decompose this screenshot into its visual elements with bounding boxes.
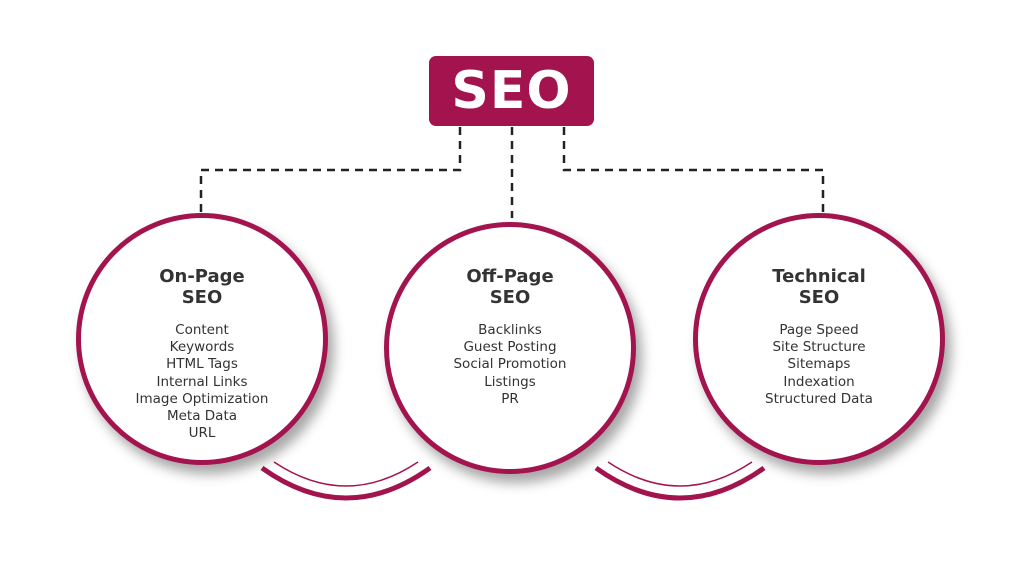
list-item: PR	[501, 390, 519, 407]
link-arc-left-inner	[273, 461, 419, 487]
list-item: Page Speed	[779, 322, 859, 338]
root-label: SEO	[451, 61, 572, 121]
branch-items: Backlinks Guest Posting Social Promotion…	[389, 322, 631, 408]
list-item: Content	[175, 322, 229, 338]
branch-items: Page Speed Site Structure Sitemaps Index…	[698, 322, 940, 408]
list-item: Keywords	[169, 339, 235, 356]
branch-title: Technical SEO	[698, 266, 940, 308]
branch-technical-seo: Technical SEO Page Speed Site Structure …	[693, 213, 945, 465]
list-item: Backlinks	[478, 322, 542, 338]
branch-title: Off-Page SEO	[389, 266, 631, 308]
branch-onpage-seo: On-Page SEO Content Keywords HTML Tags I…	[76, 213, 328, 465]
list-item: Internal Links	[156, 373, 248, 390]
list-item: Guest Posting	[463, 339, 557, 356]
list-item: Image Optimization	[135, 390, 269, 407]
link-arc-right-inner	[607, 461, 753, 487]
branch-offpage-seo: Off-Page SEO Backlinks Guest Posting Soc…	[384, 222, 636, 474]
list-item: Indexation	[783, 373, 855, 390]
link-arc-left-outer	[260, 465, 432, 501]
branch-title-line1: Technical	[772, 266, 866, 287]
list-item: Meta Data	[166, 408, 238, 425]
branch-title-line2: SEO	[798, 287, 840, 308]
root-node-seo: SEO	[429, 56, 594, 126]
list-item: Social Promotion	[453, 356, 567, 373]
list-item: Listings	[484, 373, 536, 390]
branch-items: Content Keywords HTML Tags Internal Link…	[81, 322, 323, 442]
connector-technical	[562, 127, 825, 213]
list-item: URL	[188, 425, 216, 442]
list-item: Structured Data	[765, 390, 873, 407]
branch-title-line2: SEO	[181, 287, 223, 308]
connector-onpage	[199, 127, 462, 213]
branch-title-line2: SEO	[489, 287, 531, 308]
branch-title-line1: Off-Page	[466, 266, 554, 287]
branch-title-line1: On-Page	[159, 266, 245, 287]
list-item: HTML Tags	[166, 356, 238, 373]
list-item: Site Structure	[772, 339, 866, 356]
branch-title: On-Page SEO	[81, 266, 323, 308]
link-arc-right-outer	[594, 465, 766, 501]
list-item: Sitemaps	[787, 356, 851, 373]
